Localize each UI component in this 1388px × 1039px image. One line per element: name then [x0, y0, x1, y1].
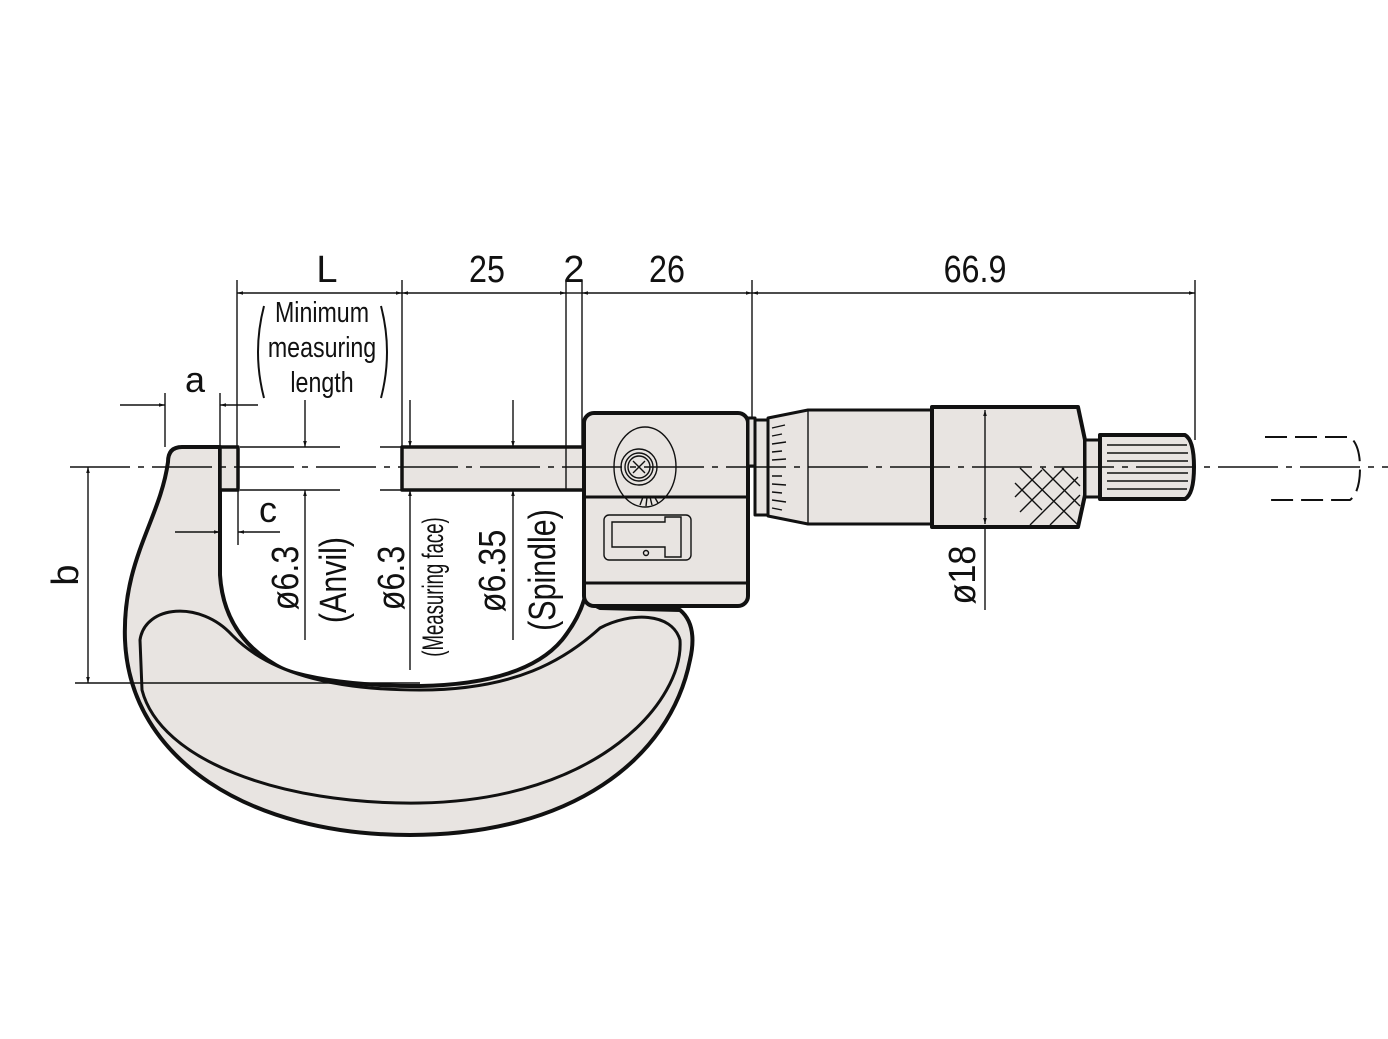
measuring-face-label: (Measuring face) — [417, 517, 451, 656]
min-length-line-3: length — [290, 365, 353, 398]
dim-25: 25 — [469, 249, 505, 291]
left-bracket — [257, 305, 265, 399]
dim-66-9: 66.9 — [944, 249, 1007, 291]
thimble-diameter: ø18 — [940, 546, 983, 605]
min-measuring-length-note: Minimum measuring length — [257, 295, 388, 399]
min-length-line-1: Minimum — [275, 295, 369, 328]
anvil-diameter: ø6.3 — [265, 546, 307, 611]
right-bracket — [380, 305, 388, 399]
spindle-diameter: ø6.35 — [472, 530, 514, 613]
top-dimensions — [236, 280, 1196, 447]
spindle — [400, 445, 586, 492]
dim-b: b — [45, 564, 87, 585]
dim-a: a — [185, 359, 206, 400]
spindle-label: (Spindle) — [522, 509, 564, 631]
display-window — [603, 514, 692, 561]
anvil — [218, 445, 240, 492]
dim-2: 2 — [563, 249, 584, 291]
frame-cutout — [138, 609, 682, 805]
body — [582, 411, 750, 608]
dim-26: 26 — [649, 249, 685, 291]
dim-c: c — [259, 489, 277, 530]
ratchet-extended-outline — [1265, 436, 1362, 501]
dim-L: L — [316, 249, 337, 291]
min-length-line-2: measuring — [268, 330, 376, 363]
measuring-face-diameter: ø6.3 — [371, 546, 413, 611]
knurl-pattern — [1014, 467, 1081, 526]
anvil-label: (Anvil) — [313, 537, 355, 623]
